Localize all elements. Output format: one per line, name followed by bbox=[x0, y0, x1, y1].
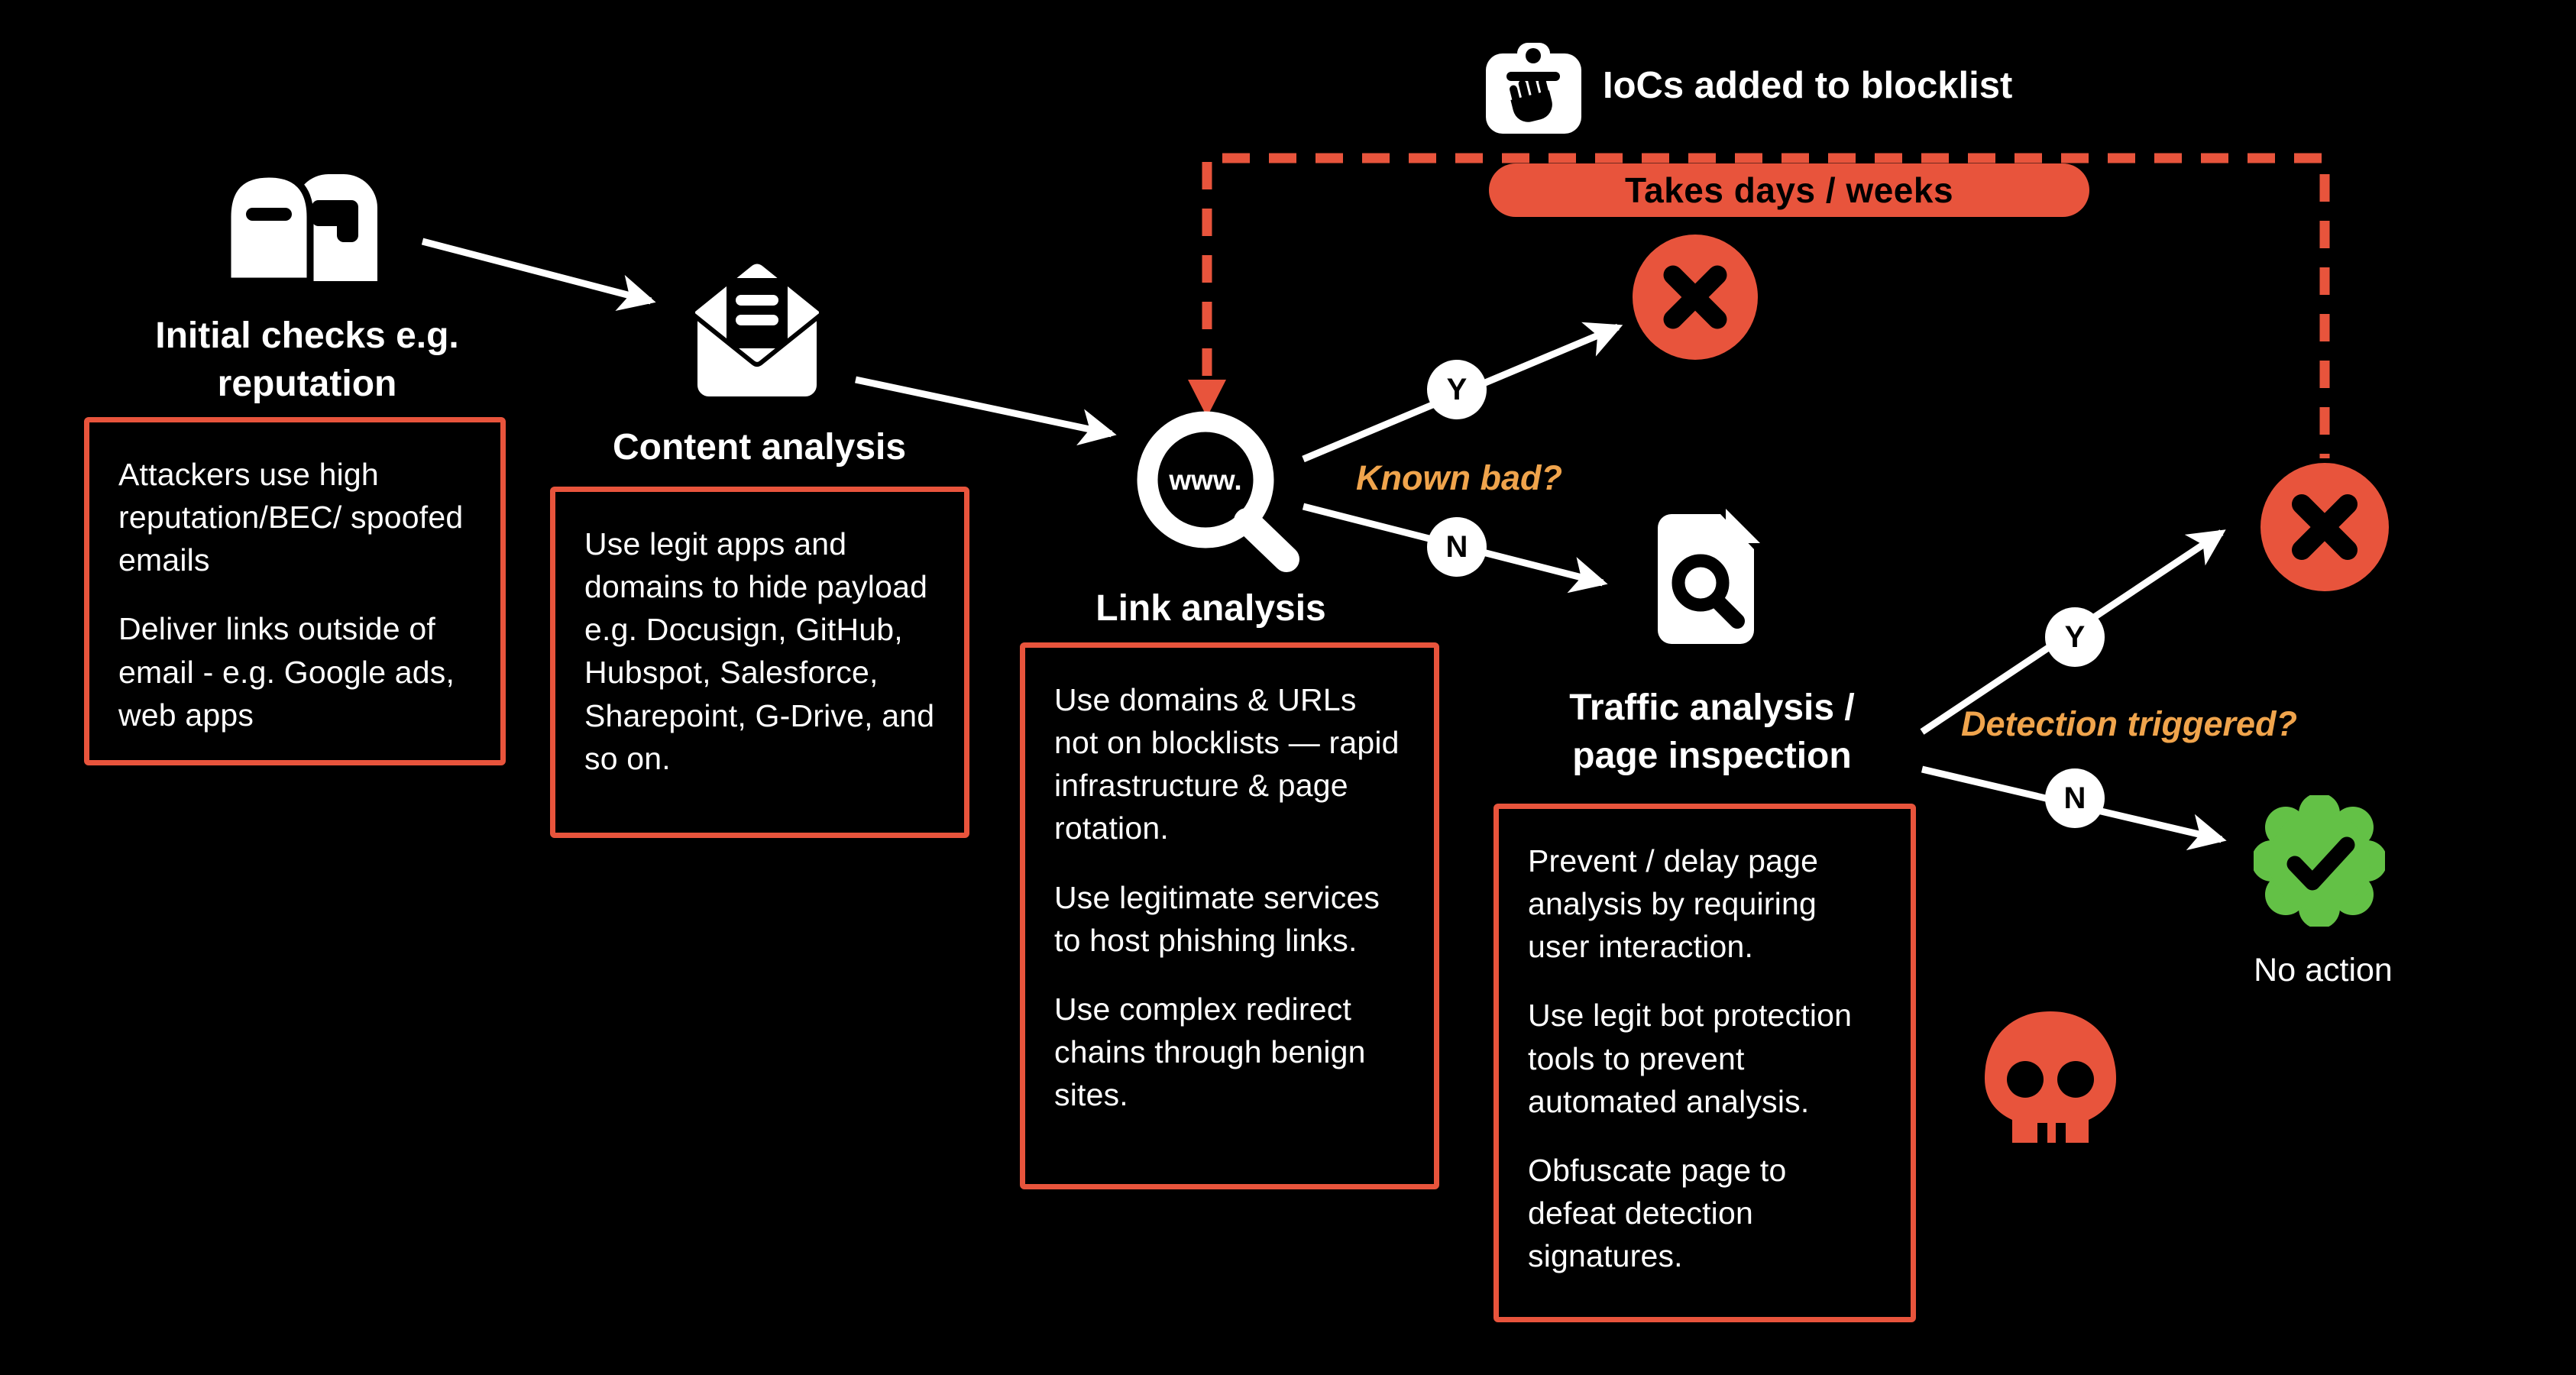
takes-days-weeks-pill: Takes days / weeks bbox=[1489, 163, 2089, 217]
known-bad-yes-badge: Y bbox=[1427, 360, 1487, 419]
initial-checks-title-line2: reputation bbox=[217, 364, 397, 405]
known-bad-no-label: N bbox=[1445, 529, 1468, 564]
traffic-analysis-title-line1: Traffic analysis / bbox=[1569, 688, 1855, 728]
feedback-dashed-path bbox=[1202, 153, 2330, 458]
callout-paragraph: Use legitimate services to host phishing… bbox=[1054, 879, 1380, 958]
initial-checks-title: Initial checks e.g. reputation bbox=[155, 312, 459, 409]
blocked-x-icon bbox=[1633, 235, 1758, 360]
callout-paragraph: Use legit apps and domains to hide paylo… bbox=[584, 526, 935, 776]
detection-no-badge: N bbox=[2045, 768, 2105, 828]
detection-yes-badge: Y bbox=[2045, 607, 2105, 667]
www-glass-text: www. bbox=[1168, 464, 1241, 496]
page-inspection-doc-icon bbox=[1658, 509, 1760, 644]
open-envelope-icon bbox=[693, 264, 821, 399]
link-analysis-title: Link analysis bbox=[1095, 588, 1326, 629]
skull-icon bbox=[1985, 1011, 2116, 1143]
known-bad-yes-label: Y bbox=[1446, 372, 1468, 406]
content-analysis-callout: Use legit apps and domains to hide paylo… bbox=[550, 487, 969, 838]
initial-checks-callout: Attackers use high reputation/BEC/ spoof… bbox=[84, 417, 506, 765]
content-analysis-title: Content analysis bbox=[612, 427, 907, 467]
callout-paragraph: Deliver links outside of email - e.g. Go… bbox=[118, 611, 455, 733]
arrow-content-to-link bbox=[855, 376, 1117, 446]
callout-paragraph: Use complex redirect chains through beni… bbox=[1054, 991, 1366, 1113]
mailbox-icon bbox=[224, 170, 377, 281]
blocklist-hand-icon bbox=[1486, 43, 1581, 134]
traffic-analysis-title: Traffic analysis / page inspection bbox=[1569, 684, 1855, 781]
no-action-check-icon bbox=[2254, 795, 2385, 927]
detection-question: Detection triggered? bbox=[1960, 704, 2298, 743]
callout-paragraph: Use domains & URLs not on blocklists — r… bbox=[1054, 682, 1400, 846]
callout-paragraph: Use legit bot protection tools to preven… bbox=[1528, 998, 1853, 1119]
blocked-x-icon bbox=[2260, 463, 2389, 591]
no-action-label: No action bbox=[2254, 952, 2393, 988]
known-bad-question: Known bad? bbox=[1356, 458, 1562, 497]
traffic-analysis-callout: Prevent / delay page analysis by requiri… bbox=[1493, 804, 1916, 1322]
initial-checks-title-line1: Initial checks e.g. bbox=[155, 315, 459, 356]
link-magnifier-icon: www. bbox=[1137, 411, 1299, 572]
link-analysis-callout: Use domains & URLs not on blocklists — r… bbox=[1020, 642, 1439, 1189]
feedback-arrowhead-icon bbox=[1188, 380, 1226, 417]
detection-yes-label: Y bbox=[2064, 620, 2086, 654]
traffic-analysis-title-line2: page inspection bbox=[1572, 736, 1852, 777]
callout-paragraph: Attackers use high reputation/BEC/ spoof… bbox=[118, 457, 464, 578]
callout-paragraph: Obfuscate page to defeat detection signa… bbox=[1528, 1152, 1787, 1274]
callout-paragraph: Prevent / delay page analysis by requiri… bbox=[1528, 843, 1819, 965]
known-bad-no-badge: N bbox=[1427, 517, 1487, 577]
arrow-initial-to-content bbox=[421, 238, 656, 311]
iocs-blocklist-label: IoCs added to blocklist bbox=[1603, 65, 2013, 106]
detection-no-label: N bbox=[2063, 781, 2086, 815]
